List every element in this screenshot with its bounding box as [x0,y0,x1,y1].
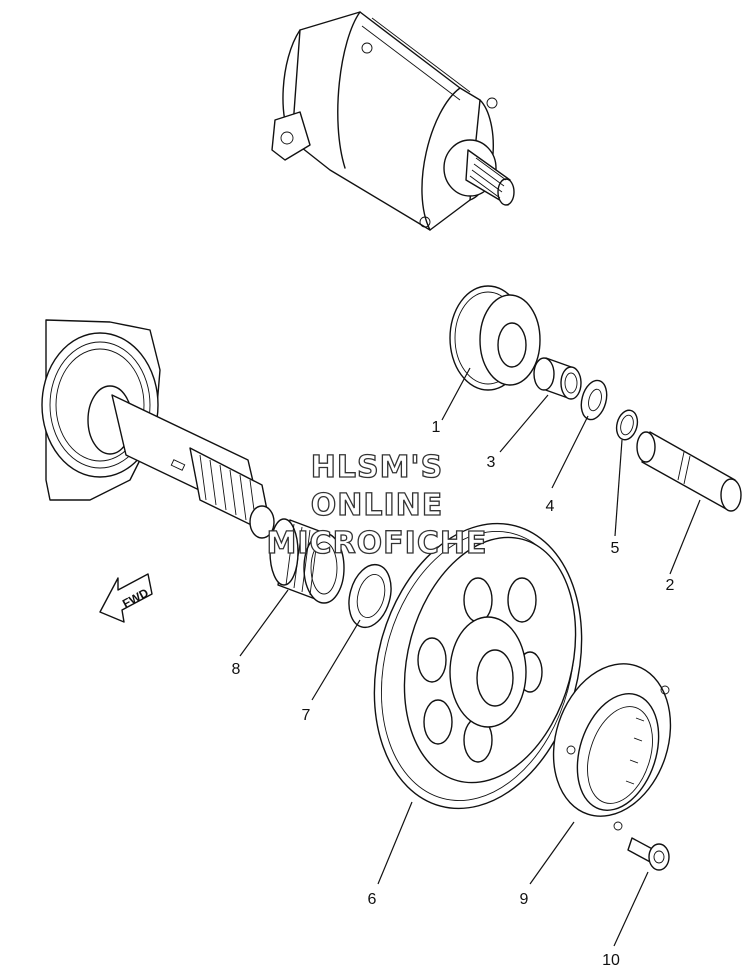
callout-6: 6 [368,891,377,908]
part-6-starter-wheel-gear [373,522,583,810]
callout-1: 1 [432,419,441,436]
callout-8: 8 [232,661,241,678]
part-4-washer [580,379,608,421]
callout-4: 4 [546,498,555,515]
part-2-shaft [636,431,742,512]
crankshaft [41,319,275,539]
part-8-bearing [269,518,345,604]
leader-lines [239,367,701,947]
callout-3: 3 [487,454,496,471]
callout-2: 2 [666,577,675,594]
part-7-washer [348,563,392,629]
watermark-line-2: ONLINE [311,488,444,523]
watermark-line-3: MICROFICHE [267,526,488,561]
part-5-circlip [615,409,639,441]
callout-7: 7 [302,707,311,724]
part-9-one-way-clutch [552,663,672,831]
part-1-idle-gear [449,285,541,391]
fwd-direction-arrow: FWD [99,573,153,623]
callout-10: 10 [602,952,620,969]
watermark: HLSM'S ONLINE MICROFICHE [266,449,488,561]
part-10-bolt [627,837,670,871]
part-3-needle-bearing [533,357,582,400]
callout-9: 9 [520,891,529,908]
watermark-line-1: HLSM'S [311,450,443,485]
starter-motor [271,11,515,231]
callout-5: 5 [611,540,620,557]
callouts: 1 2 3 4 5 6 7 8 9 10 [232,419,675,969]
